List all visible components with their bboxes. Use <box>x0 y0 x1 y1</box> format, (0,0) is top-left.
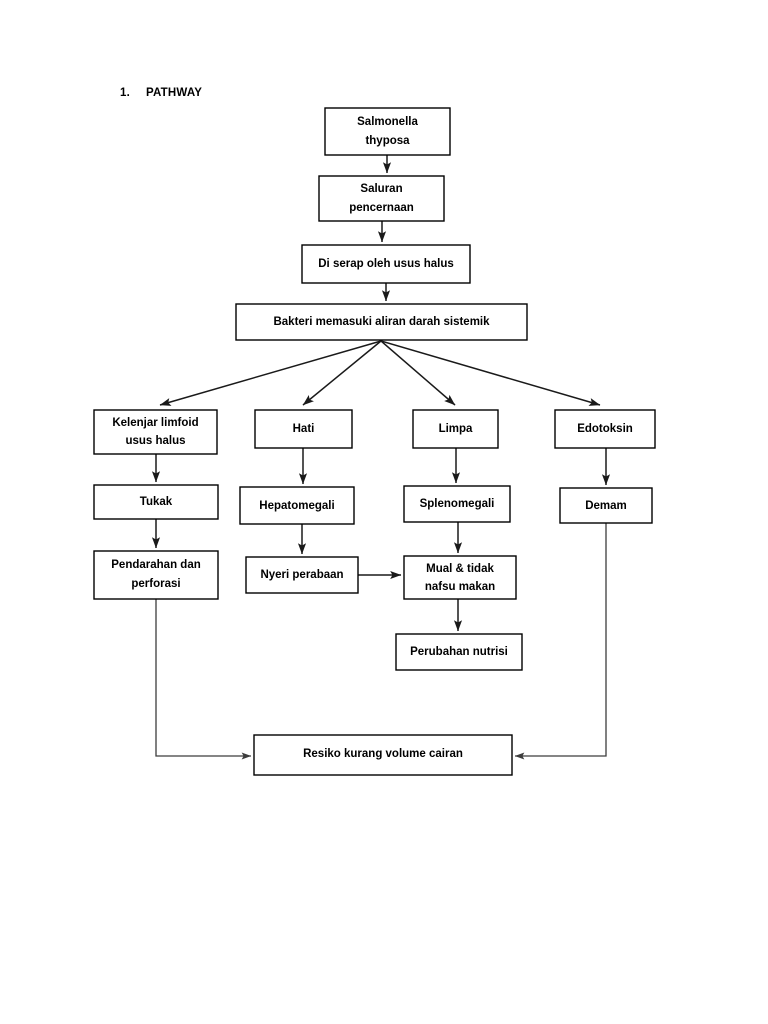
node-splenomegali[interactable]: Splenomegali <box>403 485 511 523</box>
node-pendarahan-dan-perforasi-line2: perforasi <box>131 578 180 590</box>
node-limpa-label: Limpa <box>439 423 473 435</box>
node-hati-label: Hati <box>293 423 315 435</box>
edge-bakteri-to-edotoksin <box>380 340 601 406</box>
edge-pendarahan-to-resiko <box>155 599 252 760</box>
node-demam[interactable]: Demam <box>559 487 653 524</box>
node-kelenjar-limfoid-usus-halus-line2: usus halus <box>125 435 185 447</box>
connector-layer <box>151 155 611 760</box>
node-tukak-label: Tukak <box>140 496 173 508</box>
node-hepatomegali-label: Hepatomegali <box>259 500 334 512</box>
node-kelenjar-limfoid-usus-halus[interactable]: Kelenjar limfoid usus halus <box>93 409 218 455</box>
edge-bakteri-to-kelenjar <box>159 340 382 406</box>
edge-bakteri-to-hati <box>302 340 382 406</box>
node-mual-tidak-nafsu-makan-line2: nafsu makan <box>425 581 495 593</box>
node-demam-label: Demam <box>585 500 627 512</box>
node-hati[interactable]: Hati <box>254 409 353 449</box>
edge-demam-to-resiko <box>514 523 607 760</box>
node-nyeri-perabaan-label: Nyeri perabaan <box>260 569 343 581</box>
node-bakteri-memasuki-aliran-darah[interactable]: Bakteri memasuki aliran darah sistemik <box>235 303 528 341</box>
node-kelenjar-limfoid-usus-halus-line1: Kelenjar limfoid <box>112 417 198 429</box>
node-mual-tidak-nafsu-makan[interactable]: Mual & tidak nafsu makan <box>403 555 517 600</box>
heading-number: 1. <box>120 87 130 99</box>
node-resiko-kurang-volume-cairan-label: Resiko kurang volume cairan <box>303 748 463 760</box>
node-saluran-pencernaan[interactable]: Saluran pencernaan <box>318 175 445 222</box>
node-di-serap-oleh-usus-halus[interactable]: Di serap oleh usus halus <box>301 244 471 284</box>
node-mual-tidak-nafsu-makan-line1: Mual & tidak <box>426 563 494 575</box>
node-pendarahan-dan-perforasi-line1: Pendarahan dan <box>111 559 200 571</box>
node-splenomegali-label: Splenomegali <box>420 498 495 510</box>
node-edotoksin[interactable]: Edotoksin <box>554 409 656 449</box>
node-di-serap-oleh-usus-halus-label: Di serap oleh usus halus <box>318 258 453 270</box>
node-pendarahan-dan-perforasi[interactable]: Pendarahan dan perforasi <box>93 550 219 600</box>
node-saluran-pencernaan-line1: Saluran <box>360 183 402 195</box>
heading-label: PATHWAY <box>146 87 203 99</box>
node-salmonella-thyposa-line1: Salmonella <box>357 116 418 128</box>
node-salmonella-thyposa-line2: thyposa <box>365 135 410 147</box>
node-hepatomegali[interactable]: Hepatomegali <box>239 486 355 525</box>
node-tukak[interactable]: Tukak <box>93 484 219 520</box>
node-salmonella-thyposa[interactable]: Salmonella thyposa <box>324 107 451 156</box>
node-perubahan-nutrisi-label: Perubahan nutrisi <box>410 646 508 658</box>
node-perubahan-nutrisi[interactable]: Perubahan nutrisi <box>395 633 523 671</box>
node-saluran-pencernaan-line2: pencernaan <box>349 202 414 214</box>
page-title: 1. PATHWAY <box>120 87 202 99</box>
node-nyeri-perabaan[interactable]: Nyeri perabaan <box>245 556 359 594</box>
node-bakteri-memasuki-aliran-darah-label: Bakteri memasuki aliran darah sistemik <box>273 316 490 328</box>
node-layer: Salmonella thyposa Saluran pencernaan Di… <box>93 107 656 776</box>
edge-bakteri-to-limpa <box>380 340 456 406</box>
node-limpa[interactable]: Limpa <box>412 409 499 449</box>
node-edotoksin-label: Edotoksin <box>577 423 633 435</box>
node-resiko-kurang-volume-cairan[interactable]: Resiko kurang volume cairan <box>253 734 513 776</box>
